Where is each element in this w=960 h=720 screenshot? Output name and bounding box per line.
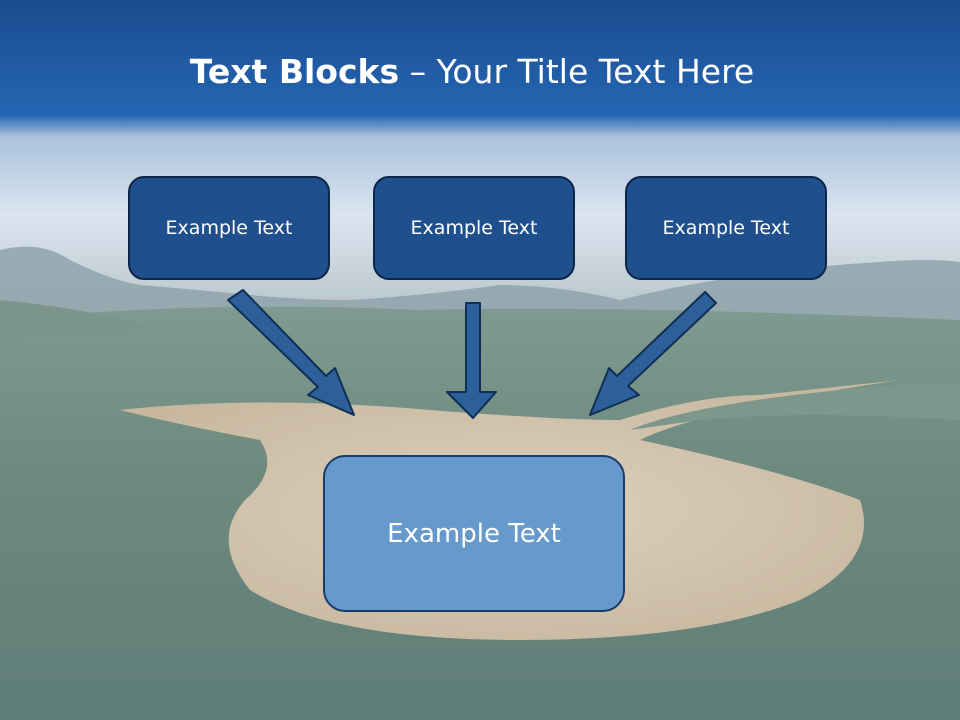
arrow-right <box>589 291 717 416</box>
text-block-1[interactable]: Example Text <box>128 176 330 280</box>
arrow-center <box>446 302 497 419</box>
main-text-block[interactable]: Example Text <box>323 455 625 612</box>
text-block-2[interactable]: Example Text <box>373 176 575 280</box>
title-text: – Your Title Text Here <box>399 52 755 91</box>
text-block-3-label: Example Text <box>662 217 790 239</box>
slide-title: Text Blocks – Your Title Text Here <box>0 52 944 91</box>
arrow-left <box>227 289 355 416</box>
text-block-2-label: Example Text <box>410 217 538 239</box>
text-block-3[interactable]: Example Text <box>625 176 827 280</box>
text-block-1-label: Example Text <box>165 217 293 239</box>
main-text-block-label: Example Text <box>387 518 561 549</box>
title-bold-text: Text Blocks <box>189 52 400 91</box>
